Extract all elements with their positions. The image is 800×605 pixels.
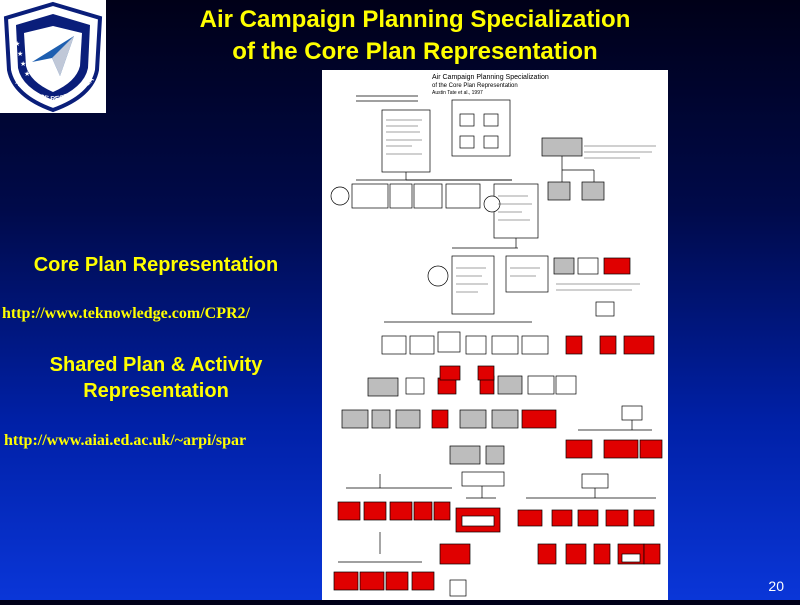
spar-label-line-2: Representation: [83, 380, 229, 402]
slide-title-line-1: Air Campaign Planning Specialization: [199, 6, 631, 33]
diagram-title-line-2: of the Core Plan Representation: [432, 83, 518, 89]
svg-text:★: ★: [20, 60, 26, 68]
svg-text:★: ★: [17, 50, 23, 58]
svg-text:★: ★: [24, 70, 30, 78]
diagram-title-line-3: Austin Tate et al., 1997: [432, 90, 483, 96]
afrl-shield-emblem: ★ ★ ★ ★ AIR FORCE RESEARCH LABORATORY: [0, 0, 103, 113]
core-plan-label: Core Plan Representation: [33, 254, 279, 276]
afrl-logo: ★ ★ ★ ★ AIR FORCE RESEARCH LABORATORY: [0, 0, 106, 113]
spar-label: Shared Plan & Activity Representation: [8, 352, 304, 404]
diagram-title-line-1: Air Campaign Planning Specialization: [432, 74, 549, 81]
slide-title: Air Campaign Planning Specialization of …: [125, 4, 705, 68]
spar-label-line-1: Shared Plan & Activity: [49, 354, 263, 376]
slide-title-line-2: of the Core Plan Representation: [232, 38, 598, 65]
spar-url[interactable]: http://www.aiai.ed.ac.uk/~arpi/spar: [4, 432, 247, 449]
svg-text:★: ★: [14, 40, 20, 48]
plan-representation-diagram: Air Campaign Planning Specialization of …: [322, 70, 668, 600]
diagram-svg: Air Campaign Planning Specialization of …: [330, 74, 663, 597]
page-number: 20: [768, 578, 784, 594]
core-plan-url[interactable]: http://www.teknowledge.com/CPR2/: [2, 305, 250, 322]
